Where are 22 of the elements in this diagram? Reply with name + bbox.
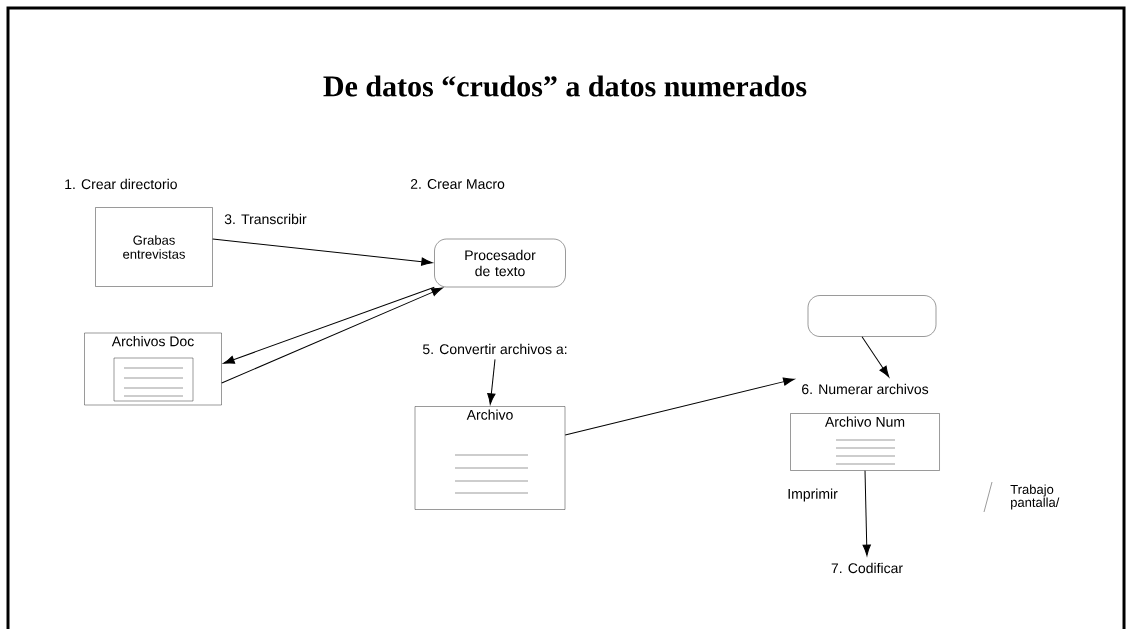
step-text: 7. Codificar (831, 562, 903, 574)
step-text: 1. Crear directorio (65, 178, 177, 190)
step-text: 6. Numerar archivos (802, 383, 929, 395)
rounded-box (807, 295, 937, 337)
document-box: Archivos Doc (84, 332, 222, 406)
arrow (221, 287, 443, 384)
arrow (223, 286, 435, 364)
step-text: Imprimir (788, 488, 838, 502)
arrow (861, 336, 890, 378)
document-box: Archivo Num (790, 413, 940, 471)
arrow (487, 358, 496, 405)
title: De datos “crudos” a datos numerados (323, 75, 807, 97)
step-text: 2. Crear Macro (410, 179, 505, 189)
process-box: Grabas entrevistas (95, 207, 213, 287)
document-box: Archivo (414, 406, 566, 510)
step-text: 5. Convertir archivos a: (422, 343, 567, 355)
arrow (564, 377, 795, 436)
rounded-box: Procesador de texto (434, 238, 566, 288)
step-text: Trabajo pantalla/ (1010, 484, 1060, 510)
arrow (212, 238, 433, 266)
edge-label: 3. Transcribir (224, 213, 307, 225)
arrow (862, 470, 871, 556)
